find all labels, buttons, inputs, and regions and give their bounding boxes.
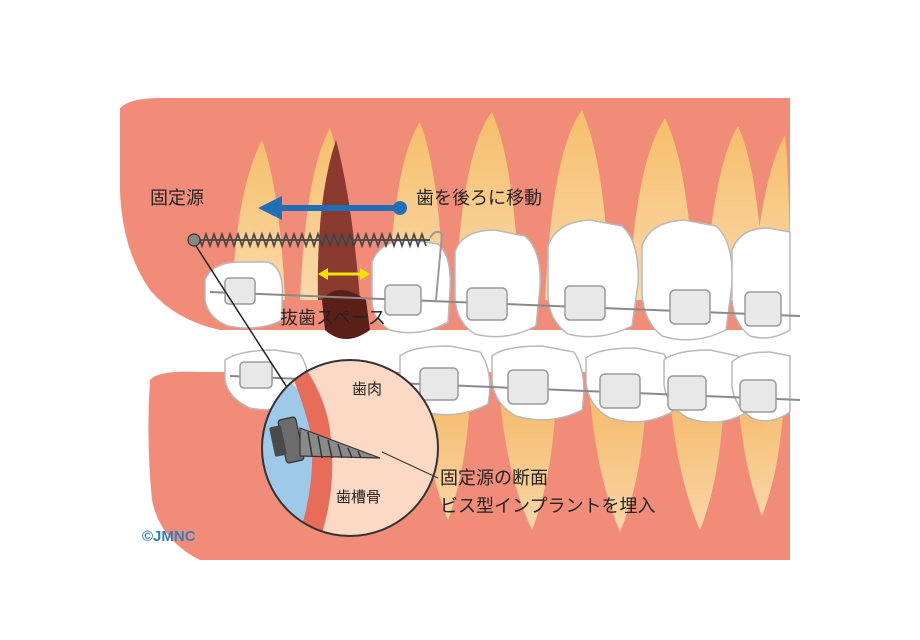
label-alveolar-bone: 歯槽骨 (336, 488, 382, 506)
screw-icon (269, 416, 381, 464)
coil-spring-icon (187, 231, 430, 249)
label-extraction-space: 抜歯スペース (280, 308, 386, 329)
extraction-socket (322, 290, 370, 339)
arrow-left-icon (258, 196, 407, 220)
extraction-space-marker (318, 268, 370, 280)
extracted-tooth (317, 140, 360, 300)
label-gum: 歯肉 (352, 380, 383, 398)
label-cross-section: 固定源の断面 (440, 468, 548, 489)
magnified-cross-section (261, 359, 439, 537)
label-screw-implant: ビス型インプラントを埋入 (440, 496, 656, 517)
upper-brackets (224, 277, 782, 327)
label-anchorage: 固定源 (150, 188, 204, 209)
copyright: ©JMNC (142, 528, 196, 545)
callout-line (195, 245, 291, 393)
power-arm (429, 230, 444, 301)
label-move-teeth-back: 歯を後ろに移動 (416, 188, 542, 209)
lower-brackets (239, 361, 777, 413)
section-callout-line (381, 451, 439, 479)
